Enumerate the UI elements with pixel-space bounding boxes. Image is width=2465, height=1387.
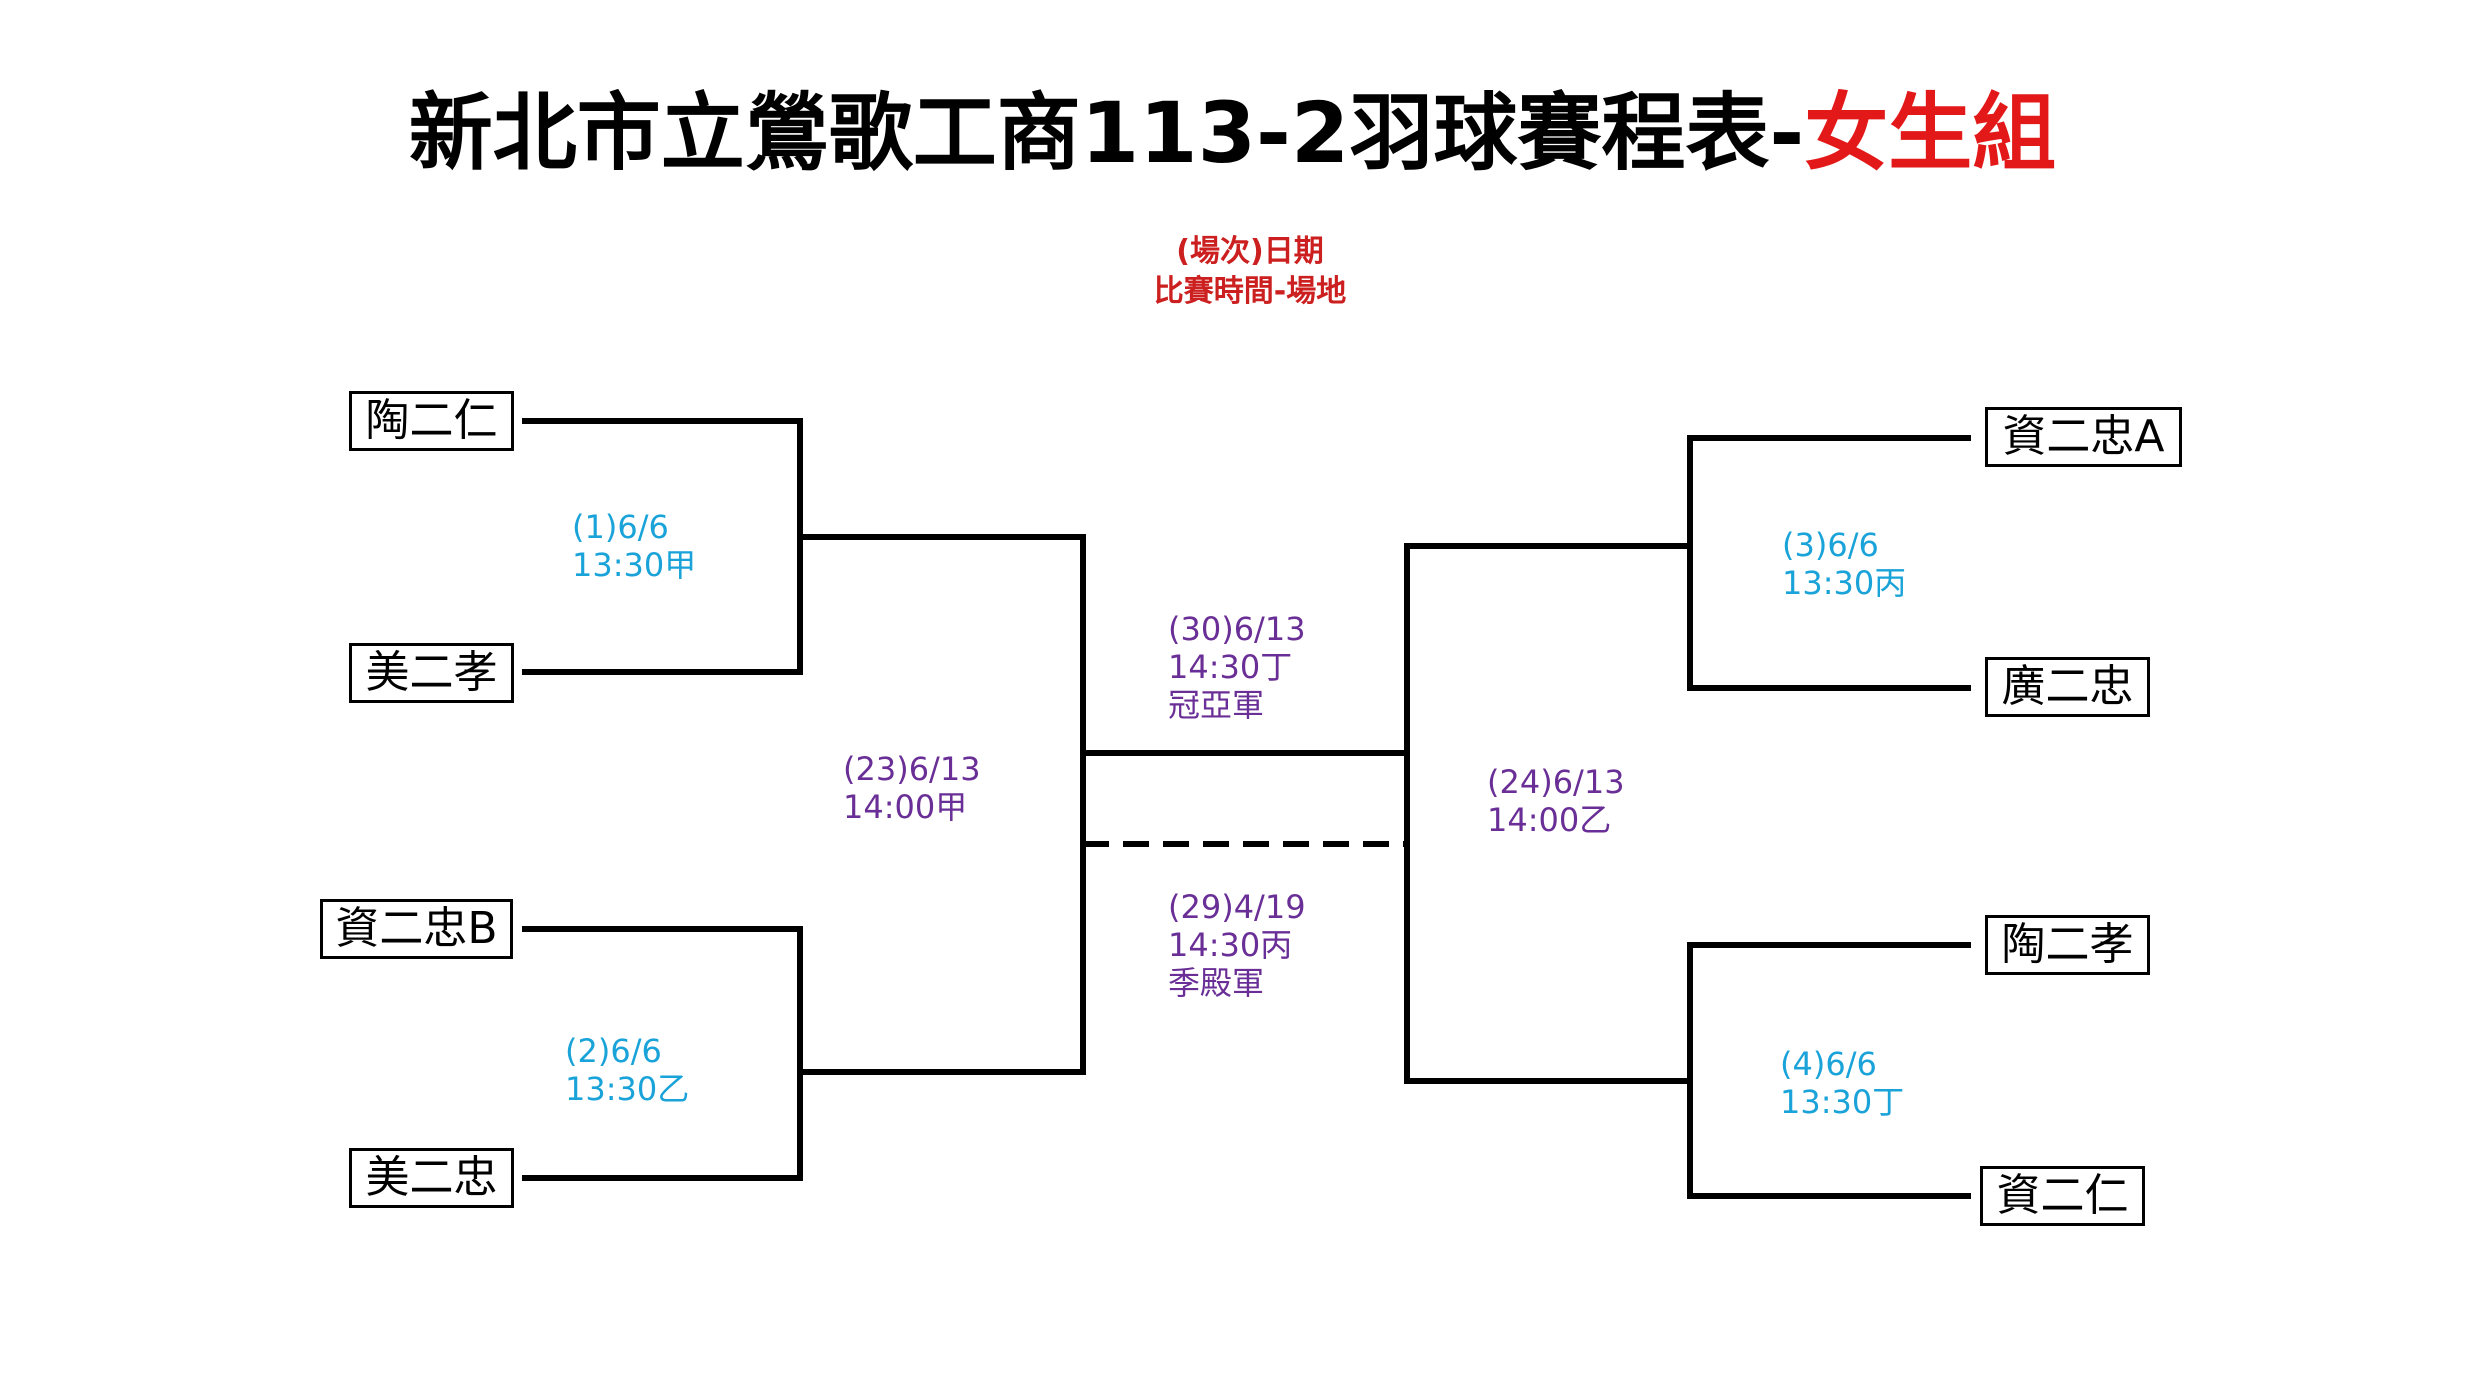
match-2-time: 13:30乙: [565, 1070, 690, 1108]
bracket-line-m1: [522, 418, 803, 675]
team-box-left-2: 美二孝: [349, 643, 514, 703]
match-3-date: (3)6/6: [1782, 526, 1879, 564]
match-3-time: 13:30丙: [1782, 564, 1907, 602]
match-29-label: 季殿軍: [1168, 964, 1265, 1002]
team-box-right-3: 陶二孝: [1985, 915, 2150, 975]
match-24-time: 14:00乙: [1487, 801, 1612, 839]
team-box-left-1: 陶二仁: [349, 391, 514, 451]
match-4-time: 13:30丁: [1780, 1083, 1905, 1121]
team-box-right-2: 廣二忠: [1985, 657, 2150, 717]
legend-line-2: 比賽時間-場地: [1153, 274, 1347, 309]
match-23-date: (23)6/13: [843, 750, 981, 788]
match-info-29: (29)4/19 14:30丙 季殿軍: [1168, 888, 1306, 1002]
team-box-left-3: 資二忠B: [320, 899, 513, 959]
match-24-date: (24)6/13: [1487, 763, 1625, 801]
team-box-left-4: 美二忠: [349, 1148, 514, 1208]
match-info-4: (4)6/6 13:30丁: [1780, 1045, 1904, 1121]
bracket-line-m4: [1687, 942, 1971, 1199]
match-2-date: (2)6/6: [565, 1032, 662, 1070]
bracket-line-m3: [1687, 435, 1971, 691]
team-box-right-1: 資二忠A: [1985, 407, 2182, 467]
match-1-time: 13:30甲: [572, 546, 697, 584]
match-info-24: (24)6/13 14:00乙: [1487, 763, 1625, 839]
match-info-3: (3)6/6 13:30丙: [1782, 526, 1906, 602]
legend-line-1: (場次)日期: [1176, 234, 1324, 269]
match-info-23: (23)6/13 14:00甲: [843, 750, 981, 826]
team-box-right-4: 資二仁: [1980, 1166, 2145, 1226]
match-4-date: (4)6/6: [1780, 1045, 1877, 1083]
bracket-line-m2: [522, 926, 803, 1181]
match-info-1: (1)6/6 13:30甲: [572, 508, 696, 584]
title-main: 新北市立鶯歌工商113-2羽球賽程表-: [408, 84, 1805, 182]
match-30-date: (30)6/13: [1168, 610, 1306, 648]
match-23-time: 14:00甲: [843, 788, 968, 826]
legend: (場次)日期 比賽時間-場地: [1040, 232, 1460, 312]
match-info-30: (30)6/13 14:30丁 冠亞軍: [1168, 610, 1306, 724]
match-29-time: 14:30丙: [1168, 926, 1293, 964]
page-title: 新北市立鶯歌工商113-2羽球賽程表-女生組: [0, 78, 2465, 188]
match-30-time: 14:30丁: [1168, 648, 1293, 686]
match-30-label: 冠亞軍: [1168, 686, 1265, 724]
match-1-date: (1)6/6: [572, 508, 669, 546]
match-info-2: (2)6/6 13:30乙: [565, 1032, 689, 1108]
match-29-date: (29)4/19: [1168, 888, 1306, 926]
title-highlight: 女生組: [1804, 84, 2057, 182]
